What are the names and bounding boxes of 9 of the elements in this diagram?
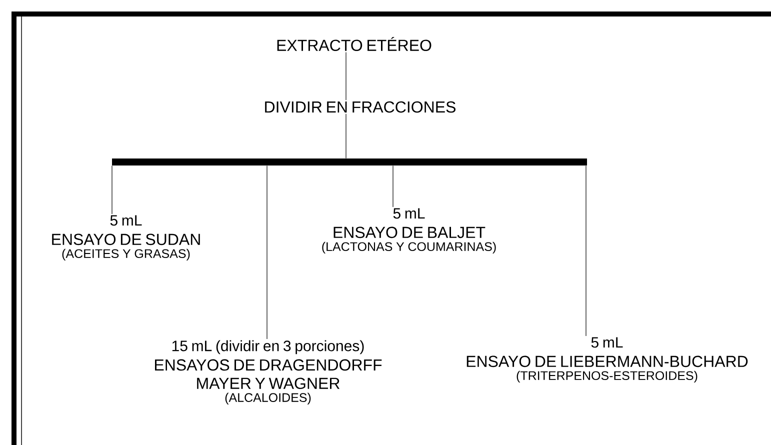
test-label: 5 mL ENSAYO DE BALJET (LACTONAS Y COUMARINAS) [322, 208, 496, 254]
test-label: 5 mL ENSAYO DE LIEBERMANN-BUCHARD (TRITERPENOS-ESTEROIDES) [466, 337, 748, 383]
step-label: DIVIDIR EN FRACCIONES [265, 101, 456, 113]
connector-line [392, 165, 394, 208]
branch-bar [112, 158, 587, 166]
connector-line [266, 165, 268, 340]
test-label: 15 mL (dividir en 3 porciones) ENSAYOS DE DRAGENDORFF MAYER Y WAGNER (ALCALOIDES) [155, 340, 382, 404]
test-label: 5 mL ENSAYO DE SUDAN (ACEITES Y GRASAS) [52, 215, 200, 260]
step-label: EXTRACTO ETÉREO [277, 36, 432, 52]
